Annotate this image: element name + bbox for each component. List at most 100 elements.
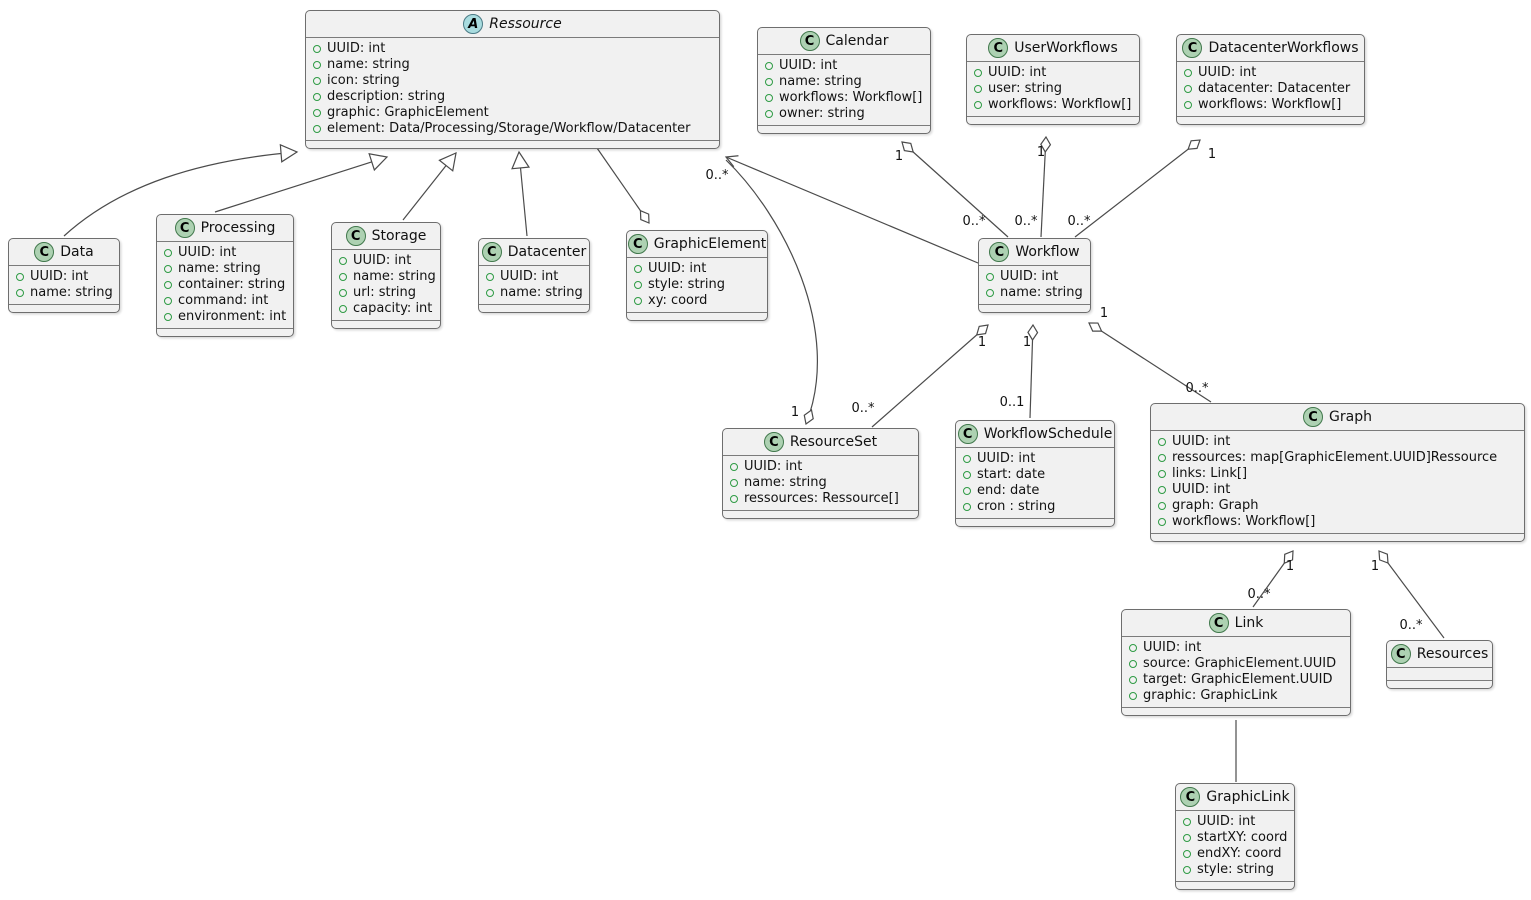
class-resourceset-attr-row: name: string (730, 475, 911, 491)
edge-processing-extends-ressource-triangle-marker (368, 153, 389, 172)
field-visibility-icon (1158, 470, 1166, 478)
edge-calendar-aggregates-workflow-multiplicity: 1 (895, 149, 903, 164)
edge-workflow-to-ressource-arrow-marker (724, 155, 739, 168)
field-visibility-icon (1129, 692, 1137, 700)
class-link-attr-row: target: GraphicElement.UUID (1129, 672, 1343, 688)
class-data-attr-row: UUID: int (16, 269, 112, 285)
class-link-attr-row: UUID: int (1129, 640, 1343, 656)
class-storage-attr-row: UUID: int (339, 253, 433, 269)
class-datacenter-name: Datacenter (507, 244, 587, 260)
field-visibility-icon (730, 479, 738, 487)
class-storage-attr-text: name: string (353, 269, 436, 284)
class-graphicelement-attr-row: UUID: int (634, 261, 760, 277)
edge-data-extends-ressource-triangle-marker (279, 143, 299, 163)
class-calendar-name: Calendar (825, 33, 889, 49)
class-icon: C (481, 242, 502, 262)
field-visibility-icon (339, 289, 347, 297)
field-visibility-icon (313, 125, 321, 133)
class-data-attr-row: name: string (16, 285, 113, 301)
class-resources-name: Resources (1416, 646, 1489, 662)
class-graph-attr-text: UUID: int (1172, 434, 1231, 449)
class-link-attr-row: graphic: GraphicLink (1129, 688, 1343, 704)
class-workflow-attr-text: name: string (1000, 285, 1083, 300)
class-icon: C (957, 424, 978, 444)
class-userworkflows-attr-row: workflows: Workflow[] (974, 97, 1132, 113)
class-graphicelement-attr-row: style: string (634, 277, 760, 293)
field-visibility-icon (963, 471, 971, 479)
class-link-attr-text: graphic: GraphicLink (1143, 688, 1278, 703)
field-visibility-icon (765, 78, 773, 86)
edge-graph-aggregates-link-multiplicity: 1 (1286, 559, 1294, 574)
class-graph-attr-row: workflows: Workflow[] (1158, 514, 1517, 530)
class-workflowschedule-methods (956, 518, 1114, 526)
edge-workflow-aggregates-graph (1088, 322, 1212, 403)
edge-storage-extends-ressource-triangle-marker (438, 151, 457, 172)
class-icon: C (627, 234, 648, 254)
class-icon: C (345, 226, 366, 246)
class-graphicelement-attr-row: xy: coord (634, 293, 760, 309)
edge-processing-extends-ressource (214, 156, 388, 213)
edge-graph-aggregates-resources (1378, 550, 1445, 639)
edge-resourceset-aggregates-ressource-diamond-marker (803, 409, 814, 426)
edge-datacenterworkflows-aggregates-workflow-multiplicity: 0..* (1067, 214, 1091, 229)
field-visibility-icon (1129, 660, 1137, 668)
class-storage-attr-row: name: string (339, 269, 436, 285)
class-datacenterworkflows-attr-text: workflows: Workflow[] (1198, 97, 1342, 112)
edge-userworkflows-aggregates-workflow-multiplicity: 0..* (1014, 214, 1038, 229)
field-visibility-icon (339, 305, 347, 313)
class-storage-methods (332, 320, 440, 328)
class-graphiclink-attr-row: endXY: coord (1183, 846, 1287, 862)
class-processing-attr-text: container: string (178, 277, 286, 292)
edge-datacenterworkflows-aggregates-workflow-multiplicity: 1 (1208, 147, 1216, 162)
class-resourceset-attr-text: name: string (744, 475, 827, 490)
class-graphicelement-attr-text: UUID: int (648, 261, 707, 276)
edge-graph-aggregates-resources-multiplicity: 0..* (1399, 618, 1423, 633)
edge-ressource-graphicelement-diamond-marker (639, 209, 650, 224)
class-graphicelement-attr-text: style: string (648, 277, 726, 292)
class-storage-name: Storage (371, 228, 427, 244)
field-visibility-icon (1158, 438, 1166, 446)
class-icon: C (763, 432, 784, 452)
class-userworkflows-name: UserWorkflows (1014, 40, 1118, 56)
class-graph-attr-text: workflows: Workflow[] (1172, 514, 1316, 529)
field-visibility-icon (963, 487, 971, 495)
field-visibility-icon (1158, 486, 1166, 494)
class-graphicelement-methods (627, 312, 767, 320)
class-graphicelement-attr-text: xy: coord (648, 293, 708, 308)
class-datacenterworkflows-attr-row: UUID: int (1184, 65, 1357, 81)
class-resourceset-attr-row: ressources: Ressource[] (730, 491, 911, 507)
class-link-attr-text: source: GraphicElement.UUID (1143, 656, 1337, 671)
class-ressource-attr-row: element: Data/Processing/Storage/Workflo… (313, 121, 712, 137)
class-graphiclink-attr-row: style: string (1183, 862, 1287, 878)
edge-calendar-aggregates-workflow-multiplicity: 0..* (962, 214, 986, 229)
class-workflowschedule-attr-row: UUID: int (963, 451, 1107, 467)
edge-datacenterworkflows-aggregates-workflow-diamond-marker (1187, 139, 1201, 150)
class-processing-attr-text: name: string (178, 261, 261, 276)
field-visibility-icon (16, 273, 24, 281)
class-processing-attr-row: name: string (164, 261, 286, 277)
class-storage-attr-row: url: string (339, 285, 433, 301)
class-userworkflows-attr-text: workflows: Workflow[] (988, 97, 1132, 112)
class-processing-attr-row: container: string (164, 277, 286, 293)
class-datacenter-attr-text: UUID: int (500, 269, 559, 284)
class-resourceset-name: ResourceSet (789, 434, 878, 450)
class-calendar-attr-text: UUID: int (779, 58, 838, 73)
class-processing-attr-row: environment: int (164, 309, 286, 325)
class-workflowschedule-attr-row: start: date (963, 467, 1107, 483)
